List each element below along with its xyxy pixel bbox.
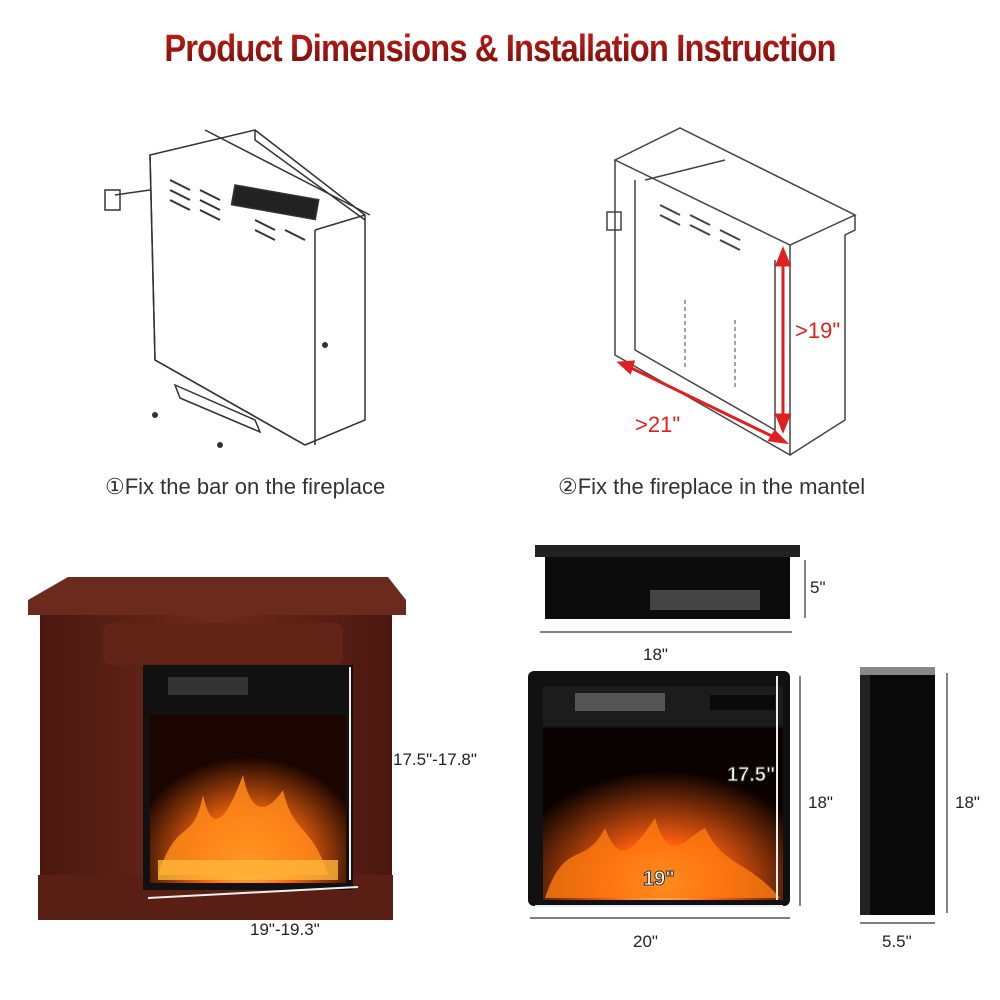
insert-side-height-label: 18" — [955, 793, 980, 812]
step1-caption: ①Fix the bar on the fireplace — [105, 474, 385, 500]
insert-side-view — [860, 667, 948, 924]
mantel-width-label: 19"-19.3" — [250, 920, 320, 939]
step1-text: Fix the bar on the fireplace — [124, 474, 386, 499]
insert-depth-label: 5" — [810, 578, 826, 597]
step1-number: ① — [105, 474, 125, 499]
page-title: Product Dimensions & Installation Instru… — [70, 28, 930, 71]
viewing-width-label: 19" — [643, 868, 676, 891]
insert-front-view — [528, 671, 801, 919]
step2-number: ② — [558, 474, 578, 499]
step1-insert-drawing — [104, 129, 371, 448]
mantel-min-width-label: >21" — [635, 412, 681, 437]
mantel-fireplace-image — [28, 577, 406, 920]
insert-side-depth-label: 5.5" — [882, 932, 912, 951]
insert-front-width-label: 20" — [633, 932, 658, 951]
step2-mantel-drawing — [606, 127, 857, 457]
insert-top-width-label: 18" — [643, 645, 668, 664]
step2-text: Fix the fireplace in the mantel — [577, 474, 866, 499]
mantel-height-label: 17.5"-17.8" — [393, 750, 477, 769]
insert-top-view — [535, 545, 806, 633]
insert-front-height-label: 18" — [808, 793, 833, 812]
viewing-height-label: 17.5" — [726, 764, 776, 787]
step2-caption: ②Fix the fireplace in the mantel — [558, 474, 865, 500]
mantel-min-height-label: >19" — [795, 318, 841, 343]
